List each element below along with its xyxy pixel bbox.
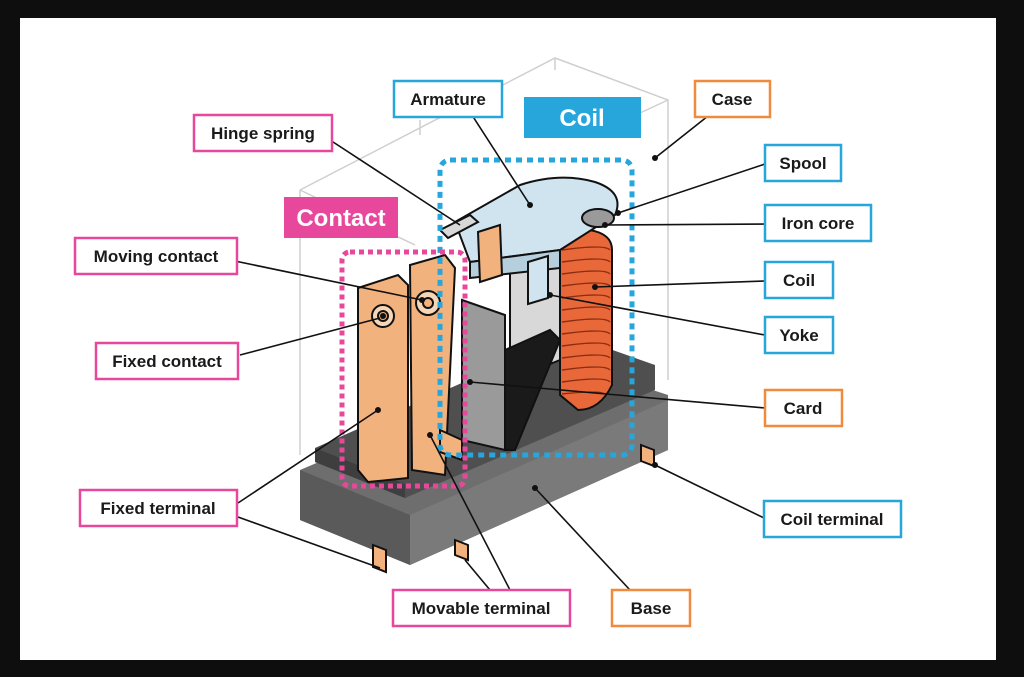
label-fixed-contact: Fixed contact (94, 341, 240, 381)
svg-text:Case: Case (712, 90, 753, 109)
label-armature: Armature (392, 79, 504, 119)
contact-heading-text: Contact (296, 205, 385, 232)
contact-heading: Contact (284, 197, 398, 238)
label-coil: Coil (763, 260, 835, 300)
svg-text:Yoke: Yoke (779, 326, 818, 345)
coil-heading: Coil (524, 97, 641, 138)
label-fixed-terminal: Fixed terminal (78, 488, 239, 528)
svg-text:Movable terminal: Movable terminal (412, 599, 551, 618)
coil-region-box (437, 157, 635, 458)
svg-text:Fixed contact: Fixed contact (112, 352, 222, 371)
leader-lines (229, 111, 766, 591)
label-coil-terminal: Coil terminal (762, 499, 903, 539)
label-movable-terminal: Movable terminal (391, 588, 572, 628)
svg-text:Coil: Coil (783, 271, 815, 290)
label-iron-core: Iron core (763, 203, 873, 243)
svg-text:Hinge spring: Hinge spring (211, 124, 315, 143)
label-spool: Spool (763, 143, 843, 183)
svg-text:Coil terminal: Coil terminal (781, 510, 884, 529)
label-base: Base (610, 588, 692, 628)
label-case: Case (693, 79, 772, 119)
svg-text:Spool: Spool (779, 154, 826, 173)
contact-region-box (339, 249, 468, 489)
label-hinge-spring: Hinge spring (192, 113, 334, 153)
coil-heading-text: Coil (559, 105, 604, 132)
svg-text:Card: Card (784, 399, 823, 418)
svg-text:Base: Base (631, 599, 672, 618)
leader-dots (375, 155, 658, 491)
label-yoke: Yoke (763, 315, 835, 355)
contact-assembly (357, 223, 504, 484)
svg-text:Iron core: Iron core (782, 214, 855, 233)
svg-text:Fixed terminal: Fixed terminal (100, 499, 215, 518)
svg-text:Moving contact: Moving contact (94, 247, 219, 266)
svg-text:Armature: Armature (410, 90, 486, 109)
label-card: Card (763, 388, 844, 428)
label-moving-contact: Moving contact (73, 236, 239, 276)
